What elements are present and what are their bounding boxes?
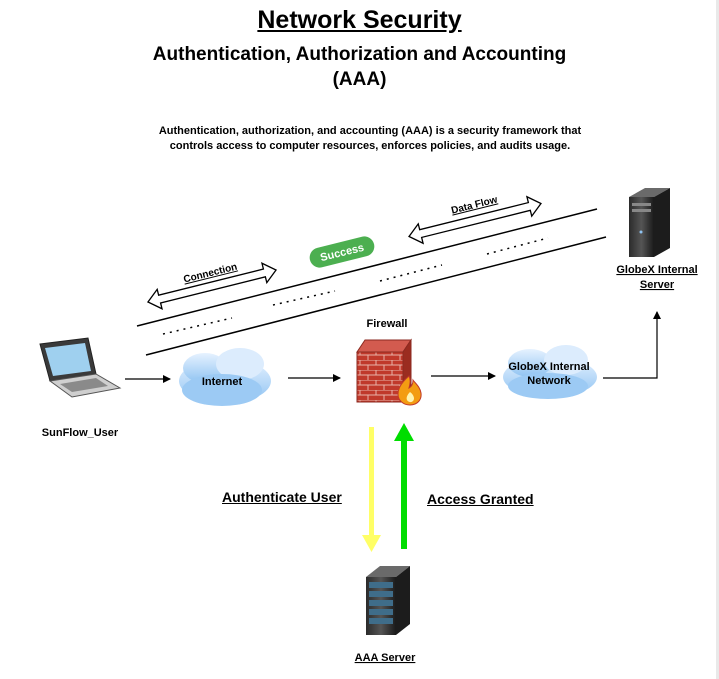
description: Authentication, authorization, and accou… [120, 124, 620, 154]
authenticate-arrow [362, 427, 381, 552]
internal-network-label-line-2: Network [527, 375, 571, 387]
internet-cloud-icon [179, 348, 271, 406]
internal-network-cloud-icon [503, 345, 597, 399]
success-badge: Success [309, 236, 375, 268]
page-title: Network Security [257, 6, 462, 34]
internet-label: Internet [202, 376, 243, 388]
user-label: SunFlow_User [42, 427, 119, 439]
firewall-icon [356, 338, 422, 406]
tunnel-traffic-dots [162, 237, 549, 335]
tunnel-bottom-line [145, 236, 607, 356]
subtitle-line-1: Authentication, Authorization and Accoun… [152, 44, 567, 65]
tunnel-top-line [136, 208, 598, 327]
internal-server-icon [629, 188, 670, 257]
page-subtitle: Authentication, Authorization and Accoun… [0, 42, 719, 92]
page-edge [716, 0, 719, 679]
vpn-tunnel [136, 208, 607, 356]
internal-server-label-line-2: Server [640, 279, 675, 291]
connection-double-arrow [146, 262, 278, 310]
subtitle-line-2: (AAA) [332, 69, 387, 90]
description-line-2: controls access to computer resources, e… [169, 140, 571, 152]
access-granted-label: Access Granted [427, 491, 534, 507]
laptop-icon [39, 337, 122, 398]
internal-server-label-line-1: GlobeX Internal [616, 264, 697, 276]
access-granted-arrow [394, 423, 414, 549]
authenticate-user-label: Authenticate User [222, 489, 342, 505]
internal-network-label-line-1: GlobeX Internal [508, 361, 589, 373]
network-to-server-arrow [603, 311, 661, 379]
aaa-server-label: AAA Server [355, 652, 416, 664]
data-flow-double-arrow [408, 195, 542, 245]
firewall-label: Firewall [367, 318, 408, 330]
aaa-server-icon [366, 566, 410, 635]
description-line-1: Authentication, authorization, and accou… [158, 125, 582, 137]
